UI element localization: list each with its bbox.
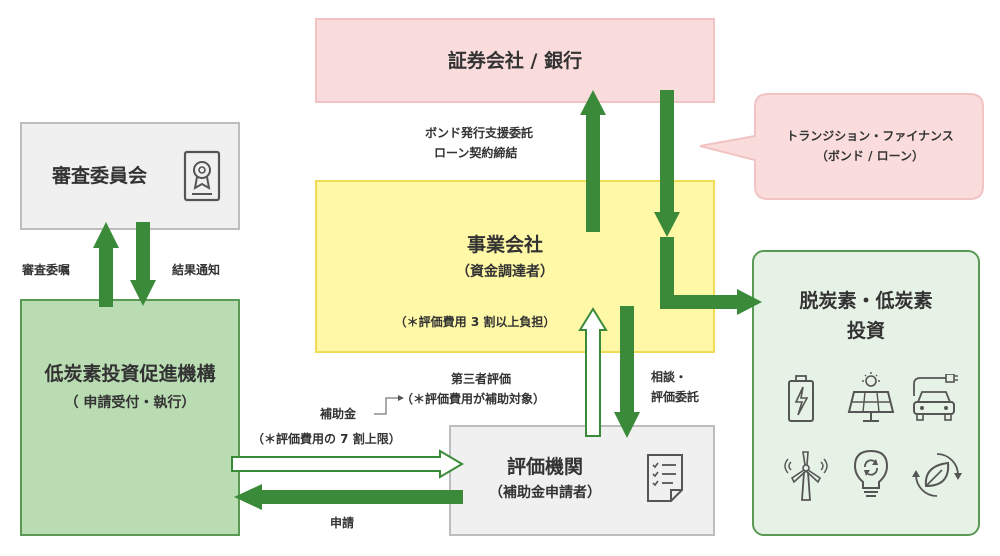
organization-box: 低炭素投資促進機構 （ 申請受付・執行）	[20, 299, 240, 536]
result-notice-label: 結果通知	[172, 263, 221, 277]
solar-panel-icon	[847, 372, 895, 422]
arrow-application	[234, 484, 463, 510]
committee-box: 審査委員会	[20, 122, 240, 230]
company-box	[315, 180, 715, 353]
bond-label-line2: ローン契約締結	[434, 146, 518, 160]
checklist-document-icon	[647, 454, 683, 502]
application-label: 申請	[330, 516, 355, 530]
consult-label-line2: 評価委託	[651, 390, 700, 404]
organization-subtitle: （ 申請受付・執行）	[64, 395, 196, 411]
callout-line2: （ボンド / ローン）	[815, 149, 925, 163]
arrow-subsidy	[231, 449, 464, 479]
subsidy-label-line2: （＊評価費用の 7 割上限）	[252, 432, 401, 446]
arrow-third-party-evaluation	[578, 307, 608, 437]
committee-title: 審査委員会	[52, 165, 148, 187]
company-subtitle: （資金調達者）	[456, 264, 554, 280]
arrow-securities-to-investment	[654, 90, 762, 315]
certificate-icon	[183, 150, 221, 202]
recycle-bulb-icon	[853, 449, 889, 497]
arrow-company-to-securities	[580, 90, 606, 232]
callout-line1: トランジション・ファイナンス	[786, 129, 954, 143]
third-party-label-line1: 第三者評価	[451, 372, 512, 386]
bond-label-line1: ボンド発行支援委託	[425, 126, 534, 140]
company-note: （＊評価費用 3 割以上負担）	[394, 315, 556, 329]
arrow-result-notice	[130, 222, 156, 306]
evaluator-subtitle: （補助金申請者）	[489, 485, 601, 501]
securities-box: 証券会社 / 銀行	[315, 18, 715, 103]
third-party-label-line2: （＊評価費用が補助対象）	[401, 392, 546, 406]
connector-subsidy-to-evaluation	[374, 395, 404, 415]
evaluator-title: 評価機関	[506, 456, 583, 478]
arrow-consult-evaluation	[614, 306, 640, 438]
eco-leaf-icon	[912, 453, 962, 497]
organization-title: 低炭素投資促進機構	[44, 363, 216, 385]
subsidy-label-line1: 補助金	[320, 407, 357, 421]
electric-car-icon	[913, 374, 958, 421]
battery-icon	[788, 375, 814, 422]
evaluator-box	[449, 425, 715, 536]
consult-label-line1: 相談・	[651, 370, 688, 384]
company-title: 事業会社	[466, 234, 543, 256]
review-request-label: 審査委嘱	[22, 263, 71, 277]
investment-title-line2: 投資	[846, 320, 885, 342]
arrow-review-request	[93, 222, 119, 307]
securities-title: 証券会社 / 銀行	[447, 49, 583, 72]
investment-title-line1: 脱炭素・低炭素	[799, 290, 933, 312]
wind-turbine-icon	[784, 451, 828, 501]
